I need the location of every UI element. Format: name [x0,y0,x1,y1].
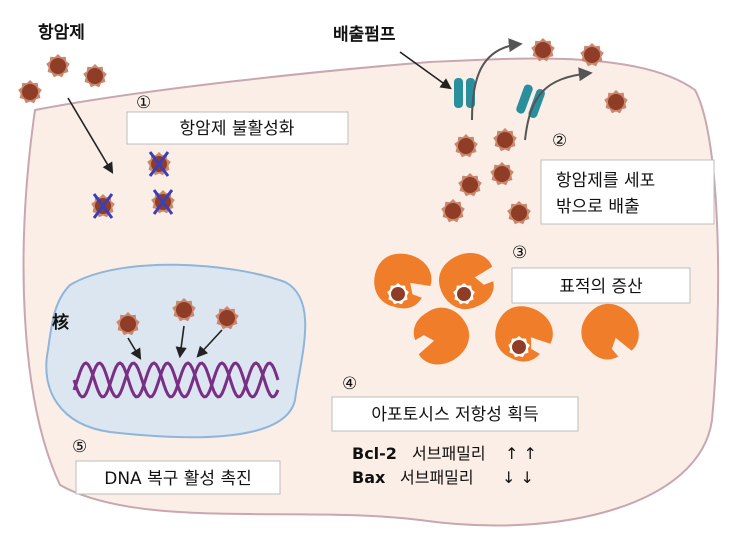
step-3-box [511,267,691,304]
efflux-arrow-2 [524,67,593,141]
dna-arrow-1 [127,337,142,360]
efflux-arrow-1 [471,38,523,121]
step-4-number: ④ [342,374,357,394]
efflux-pump-2 [516,84,545,119]
drug-molecule [46,54,70,78]
step-2-text-line2: 밖으로 배출 [556,197,640,217]
dna-strand-b [72,361,280,399]
pump-label-arrow [399,51,452,90]
step-3-number: ③ [512,243,527,263]
drug-molecule [507,201,531,225]
inactivation-marks [91,151,175,219]
bcl2-arrows: ↑ ↑ [505,444,537,463]
step-4-text: 아포토시스 저항성 획득 [371,405,538,425]
bax-arrows: ↓ ↓ [502,468,534,487]
bound-drug [508,336,530,358]
drug-molecule [580,43,604,67]
dna-arrow-3 [196,329,223,358]
bcl2-family: 서브패밀리 [412,444,486,463]
inactivation-x-icon [148,151,170,177]
step-3-text: 표적의 증산 [559,277,643,297]
step-4-box [331,396,579,432]
nucleus [45,263,307,439]
drug-molecule [490,162,514,186]
inactivated-drug [91,193,115,219]
step-5-box [75,460,281,495]
drug-molecule [454,134,478,158]
target-protein [413,307,470,365]
drug-molecule [604,90,628,114]
step-2-box [540,159,715,225]
target-protein [439,252,494,310]
dna-strand-a [72,361,280,399]
bound-drug [387,283,409,305]
step-2-text-line1: 항암제를 세포 [556,171,655,191]
drug-molecule [215,306,239,330]
inactivated-drug [151,189,175,215]
drug-molecule [531,38,555,62]
drug-label: 항암제 [38,22,85,43]
efflux-pump-label: 배출펌프 [333,25,396,45]
drug-molecule [172,298,196,322]
drug-molecule [116,312,140,336]
bax-family: 서브패밀리 [400,468,474,487]
step-5-number: ⑤ [72,437,87,457]
drug-molecule [458,173,482,197]
bcl2-name: Bcl-2 [352,444,397,463]
nucleus-label: 核 [52,312,69,333]
dna-arrow-2 [175,325,187,359]
step-1-text: 항암제 불활성화 [180,119,295,139]
inactivation-x-icon [152,189,174,215]
drug-molecules [18,38,628,336]
target-protein [581,303,639,360]
step-2-number: ② [552,131,567,151]
inactivation-x-icon [92,193,114,219]
drug-molecule [493,128,517,152]
target-proteins [374,252,639,365]
bax-name: Bax [352,468,386,487]
drug-entry-arrow [67,97,114,174]
step-5-text: DNA 복구 활성 촉진 [104,469,252,489]
step-1-box [126,111,349,145]
drug-molecule [83,64,107,88]
inactivated-drug [147,151,171,177]
drug-molecule [441,199,465,223]
step-1-number: ① [136,93,151,113]
drug-molecule [18,80,42,104]
bound-drug [453,283,475,305]
